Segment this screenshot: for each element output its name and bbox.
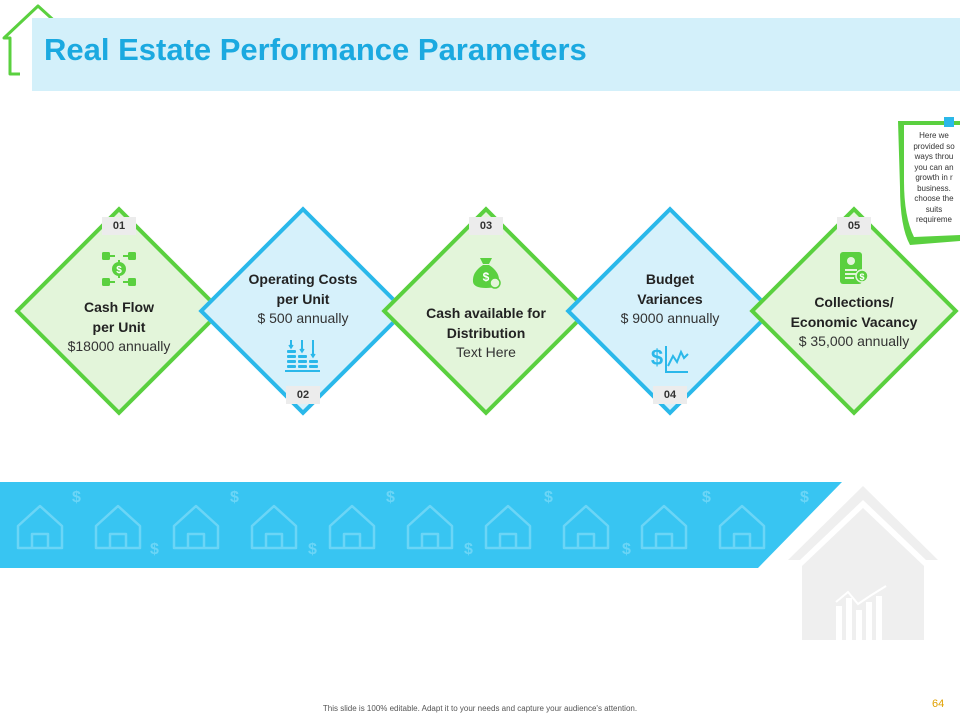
card-1-number: 01 bbox=[102, 217, 136, 235]
note-text: Here we provided so ways throu you can a… bbox=[913, 131, 955, 224]
dollar-chart-icon: $ bbox=[651, 345, 689, 373]
card-3-title-line2: Distribution bbox=[446, 324, 526, 341]
svg-text:$: $ bbox=[483, 270, 490, 284]
svg-text:$: $ bbox=[308, 541, 317, 558]
card-1-text: Cash Flow per Unit $18000 annually bbox=[44, 298, 194, 357]
svg-text:$: $ bbox=[230, 489, 239, 506]
svg-text:$: $ bbox=[622, 541, 631, 558]
page-title: Real Estate Performance Parameters bbox=[44, 32, 587, 67]
svg-text:$: $ bbox=[72, 489, 81, 506]
svg-text:$: $ bbox=[800, 489, 809, 506]
note-card bbox=[898, 117, 960, 245]
svg-text:$: $ bbox=[702, 489, 711, 506]
money-network-icon: $ bbox=[102, 252, 136, 286]
card-2-text: Operating Costs per Unit $ 500 annually bbox=[228, 270, 378, 329]
svg-text:$: $ bbox=[464, 541, 473, 558]
card-3-value: Text Here bbox=[456, 344, 516, 360]
card-3-title-line1: Cash available for bbox=[426, 305, 546, 321]
house-chart-icon bbox=[788, 486, 938, 640]
card-4-text: Budget Variances $ 9000 annually bbox=[595, 270, 745, 329]
house-outline-icon bbox=[2, 4, 62, 76]
invoice-icon: $ bbox=[840, 252, 869, 284]
card-5-number: 05 bbox=[837, 217, 871, 235]
page-number: 64 bbox=[932, 698, 945, 710]
card-4-title-line1: Budget bbox=[645, 271, 695, 287]
card-1-title-line2: per Unit bbox=[92, 318, 146, 335]
houses-banner: $ $ $ $ $ $ $ $ $ $ bbox=[0, 482, 842, 568]
dollar-pattern-icons: $ $ $ $ $ $ $ $ $ $ bbox=[72, 489, 809, 558]
svg-text:$: $ bbox=[651, 345, 663, 370]
house-pattern-icons bbox=[16, 504, 766, 550]
svg-text:$: $ bbox=[386, 489, 395, 506]
card-4-number: 04 bbox=[653, 386, 687, 404]
svg-text:$: $ bbox=[150, 541, 159, 558]
svg-text:$: $ bbox=[116, 265, 122, 276]
card-3-text: Cash available for Distribution Text Her… bbox=[411, 304, 561, 363]
card-2-number: 02 bbox=[286, 386, 320, 404]
svg-text:$: $ bbox=[544, 489, 553, 506]
card-1-value: $18000 annually bbox=[67, 338, 171, 354]
card-5-text: Collections/ Economic Vacancy $ 35,000 a… bbox=[779, 293, 929, 352]
card-3-number: 03 bbox=[469, 217, 503, 235]
card-2-value: $ 500 annually bbox=[257, 310, 349, 326]
title-bar bbox=[32, 18, 960, 91]
card-2-title-line2: per Unit bbox=[276, 290, 330, 307]
coin-stacks-icon bbox=[285, 340, 320, 372]
card-4-value: $ 9000 annually bbox=[620, 310, 720, 326]
svg-text:$: $ bbox=[859, 272, 864, 282]
card-2-title-line1: Operating Costs bbox=[248, 271, 358, 287]
card-1-title-line1: Cash Flow bbox=[83, 299, 154, 315]
money-bag-icon: $ bbox=[472, 258, 501, 289]
footer-note: This slide is 100% editable. Adapt it to… bbox=[322, 704, 638, 713]
card-5-title-line1: Collections/ bbox=[814, 294, 894, 310]
card-5-value: $ 35,000 annually bbox=[798, 333, 910, 349]
card-5-title-line2: Economic Vacancy bbox=[790, 313, 918, 330]
card-4-title-line2: Variances bbox=[637, 290, 703, 307]
